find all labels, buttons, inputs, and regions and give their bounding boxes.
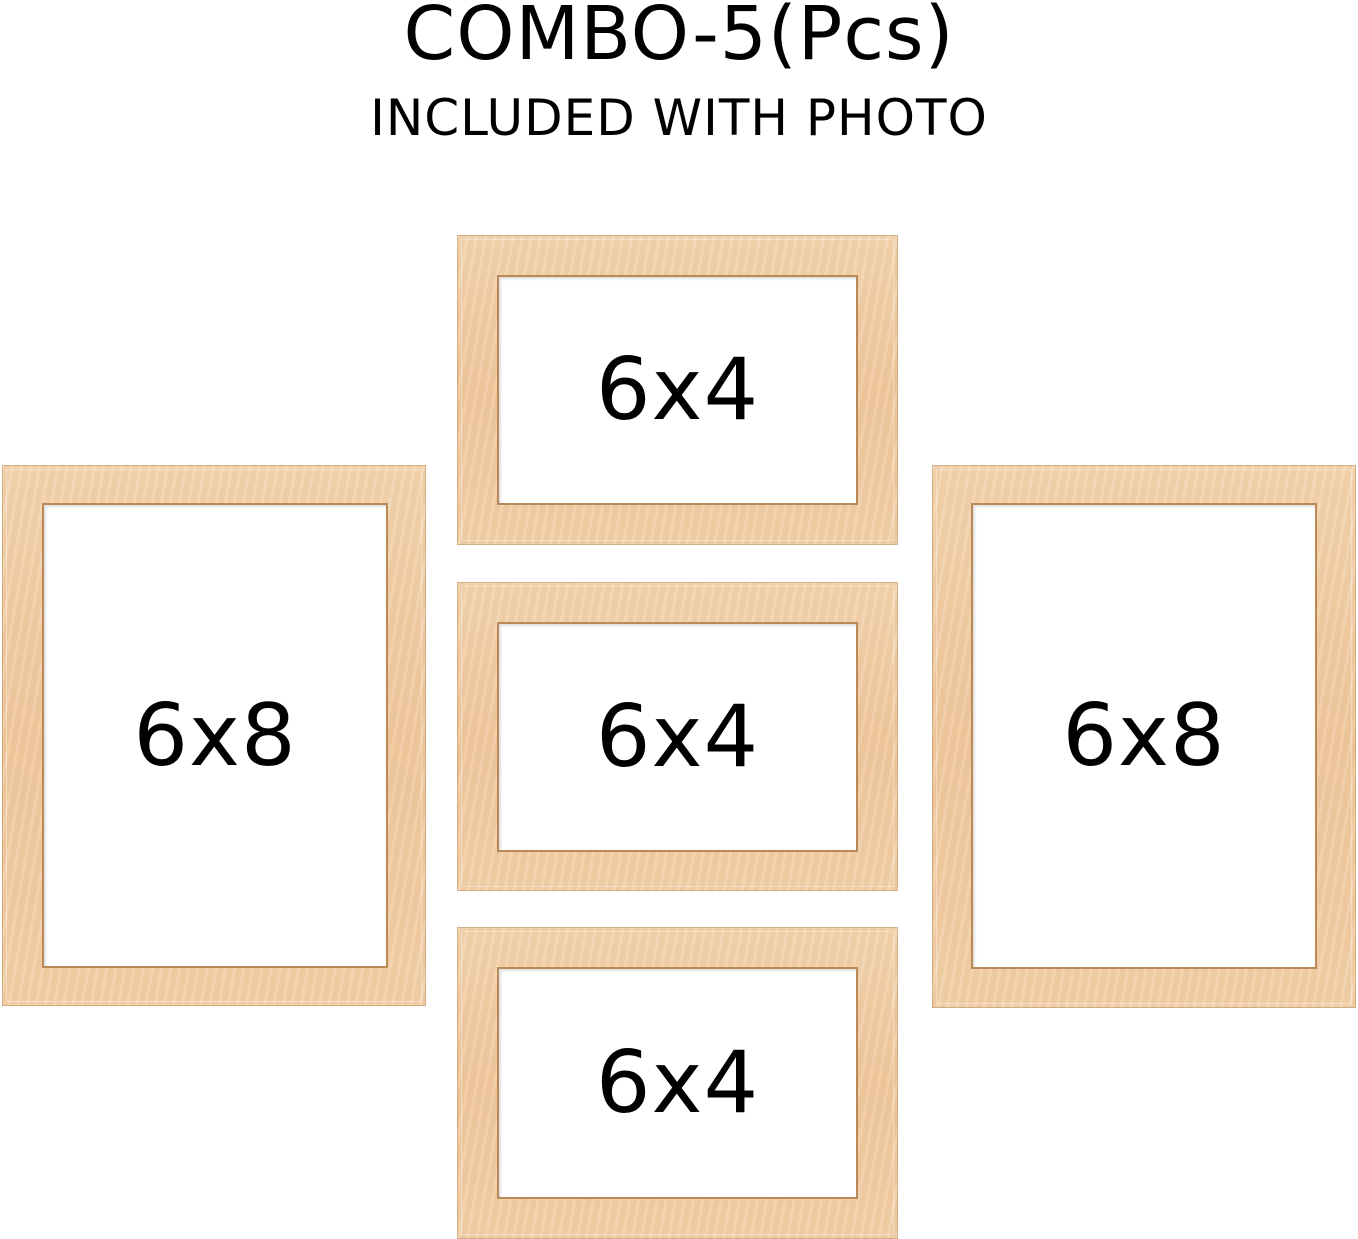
frame-size-label: 6x4 (595, 340, 760, 440)
photo-frame-top-center: 6x4 (457, 235, 898, 545)
photo-area-left: 6x8 (44, 505, 386, 966)
photo-frame-right: 6x8 (932, 465, 1356, 1008)
photo-area-top-center: 6x4 (499, 277, 856, 503)
combo-title: COMBO-5(Pcs) (403, 0, 955, 77)
photo-area-bottom-center: 6x4 (499, 969, 856, 1197)
frame-size-label: 6x8 (1062, 686, 1226, 786)
combo-subtitle: INCLUDED WITH PHOTO (370, 89, 988, 147)
photo-frame-left: 6x8 (2, 465, 426, 1006)
photo-frame-bottom-center: 6x4 (457, 927, 898, 1239)
photo-area-middle-center: 6x4 (499, 624, 856, 850)
frame-size-label: 6x4 (595, 687, 760, 787)
frame-size-label: 6x4 (595, 1033, 760, 1133)
photo-area-right: 6x8 (973, 505, 1315, 967)
photo-frame-middle-center: 6x4 (457, 582, 898, 891)
frame-size-label: 6x8 (133, 685, 297, 786)
